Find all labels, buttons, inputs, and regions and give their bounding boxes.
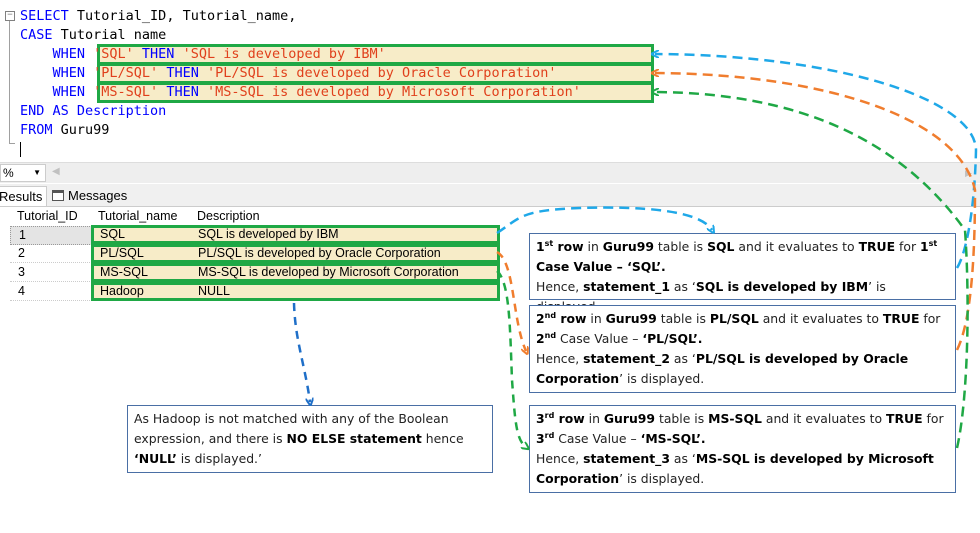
sql-keyword: FROM [20,122,53,138]
cell-id: 4 [18,284,25,298]
result-highlight-row-4[interactable]: Hadoop NULL [91,282,500,301]
cell-name: MS-SQL [100,265,148,279]
note-row-1: 1st row in Guru99 table is SQL and it ev… [529,233,956,314]
table-row[interactable]: 4 [10,283,90,301]
tab-results-label: Results [0,189,43,204]
column-header-tutorial-name[interactable]: Tutorial_name [98,209,178,223]
messages-icon [52,190,64,201]
sql-string: 'MS-SQL is developed by Microsoft Corpor… [206,84,581,100]
note-row-2-text: 2nd row in Guru99 table is PL/SQL and it… [536,310,941,386]
cell-description: MS-SQL is developed by Microsoft Corpora… [198,265,459,279]
code-line: WHEN 'MS-SQL' THEN 'MS-SQL is developed … [20,83,581,102]
note-row-3: 3rd row in Guru99 table is MS-SQL and it… [529,405,956,493]
table-row[interactable]: 3 [10,264,90,282]
cell-id: 2 [18,246,25,260]
fold-guide [9,21,10,143]
sql-string: 'PL/SQL' [93,65,159,81]
sql-keyword: SELECT [20,8,69,24]
result-tabs: Results Messages [0,184,980,207]
sql-keyword: THEN [133,46,183,62]
table-row[interactable]: 1 [10,226,92,245]
sql-identifier: Tutorial name [52,27,167,43]
arrow-result2-to-note2 [496,250,526,351]
arrow-result1-to-note1 [496,206,712,233]
text-caret [20,142,21,157]
scroll-right-icon[interactable]: ▶ [965,168,972,178]
sql-string: 'MS-SQL' [93,84,159,100]
result-highlight-row-3[interactable]: MS-SQL MS-SQL is developed by Microsoft … [91,263,500,282]
sql-identifier: Guru99 [52,122,110,138]
arrow-result4-to-null-note [292,302,310,402]
cell-description: NULL [198,284,230,298]
sql-keyword: THEN [158,65,207,81]
note-null-explanation: As Hadoop is not matched with any of the… [127,405,493,473]
sql-keyword: WHEN [20,84,94,100]
sql-keyword: THEN [158,84,207,100]
sql-keyword: WHEN [20,46,94,62]
editor-status-bar [0,162,980,183]
arrow-result3-to-note3 [496,270,526,447]
cell-name: SQL [100,227,126,241]
cell-name: PL/SQL [100,246,144,260]
chevron-down-icon: ▼ [33,168,41,177]
zoom-dropdown[interactable]: % ▼ [0,164,46,182]
table-row[interactable]: 2 [10,245,90,263]
result-highlight-row-2[interactable]: PL/SQL PL/SQL is developed by Oracle Cor… [91,244,500,263]
code-line: WHEN 'PL/SQL' THEN 'PL/SQL is developed … [20,64,557,83]
tab-messages[interactable]: Messages [48,186,131,205]
code-line: SELECT Tutorial_ID, Tutorial_name, [20,7,296,26]
note-null-text: As Hadoop is not matched with any of the… [134,411,464,466]
column-header-tutorial-id[interactable]: Tutorial_ID [17,209,78,223]
sql-keyword: WHEN [20,65,94,81]
cell-description: PL/SQL is developed by Oracle Corporatio… [198,246,441,260]
sql-keyword: CASE [20,27,53,43]
scroll-left-icon[interactable]: ◀ [52,166,60,177]
tab-results[interactable]: Results [0,186,48,206]
cell-description: SQL is developed by IBM [198,227,339,241]
sql-editor[interactable]: − SELECT Tutorial_ID, Tutorial_name,CASE… [0,0,980,158]
cell-name: Hadoop [100,284,144,298]
code-line: WHEN 'SQL' THEN 'SQL is developed by IBM… [20,45,386,64]
sql-string: 'SQL is developed by IBM' [182,46,386,62]
column-header-description[interactable]: Description [197,209,260,223]
note-row-1-text: 1st row in Guru99 table is SQL and it ev… [536,238,938,314]
cell-id: 3 [18,265,25,279]
code-line: CASE Tutorial name [20,26,166,45]
zoom-value: % [3,166,14,180]
code-line: FROM Guru99 [20,121,109,140]
code-line: END AS Description [20,102,166,121]
sql-keyword: END AS Description [20,103,167,119]
note-row-3-text: 3rd row in Guru99 table is MS-SQL and it… [536,410,944,486]
sql-string: 'SQL' [93,46,134,62]
result-highlight-row-1[interactable]: SQL SQL is developed by IBM [91,225,500,244]
sql-string: 'PL/SQL is developed by Oracle Corporati… [206,65,557,81]
sql-identifier: Tutorial_ID, Tutorial_name, [68,8,297,24]
tab-messages-label: Messages [68,188,128,203]
cell-id: 1 [19,228,26,242]
fold-guide-end [9,143,15,144]
note-row-2: 2nd row in Guru99 table is PL/SQL and it… [529,305,956,393]
collapse-toggle-icon[interactable]: − [5,11,15,21]
